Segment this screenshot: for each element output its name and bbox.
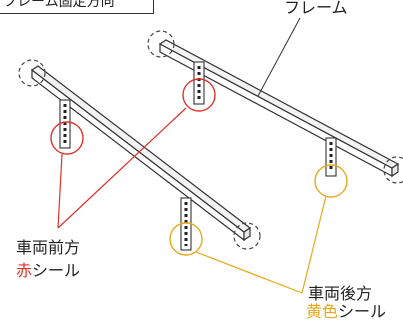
yellow-leader-line-1	[195, 251, 303, 294]
bolt-circles	[18, 30, 403, 250]
header-text: フレーム固定方向	[3, 0, 115, 10]
rear-seal-color-word: 黄色	[306, 302, 339, 321]
red-leader-line-2	[57, 153, 63, 229]
bolt-circle-back-start	[147, 30, 175, 58]
rear-seal-circles	[169, 164, 348, 256]
yellow-leader-line-2	[301, 195, 327, 294]
front-label-seal: 赤シール	[16, 263, 80, 279]
header-box: フレーム固定方向	[0, 0, 154, 14]
post-back-left	[193, 61, 205, 105]
red-leader-line-1	[57, 107, 187, 229]
rear-seal-suffix: シール	[338, 302, 387, 321]
frame-label: フレーム	[284, 0, 348, 17]
yellow-seal-circle-front	[169, 222, 203, 256]
bolt-circle-front-start	[18, 59, 46, 87]
yellow-seal-circle-back	[314, 164, 348, 198]
front-seal-suffix: シール	[32, 261, 81, 280]
red-seal-circle-back	[182, 78, 216, 112]
rear-label-seal: 黄色シール	[306, 304, 386, 320]
bolt-circle-front-end	[233, 222, 261, 250]
front-label-title: 車両前方	[16, 238, 81, 257]
frame-leader-line	[257, 17, 301, 97]
post-front-left	[59, 99, 71, 149]
front-seal-color-word: 赤	[16, 261, 33, 280]
rear-label-title: 車両後方	[308, 284, 373, 303]
post-back-right	[325, 137, 337, 177]
front-frame-rail	[30, 65, 252, 242]
red-seal-circle-front	[50, 121, 84, 155]
back-frame-rail	[158, 39, 400, 178]
front-seal-circles	[50, 78, 216, 155]
